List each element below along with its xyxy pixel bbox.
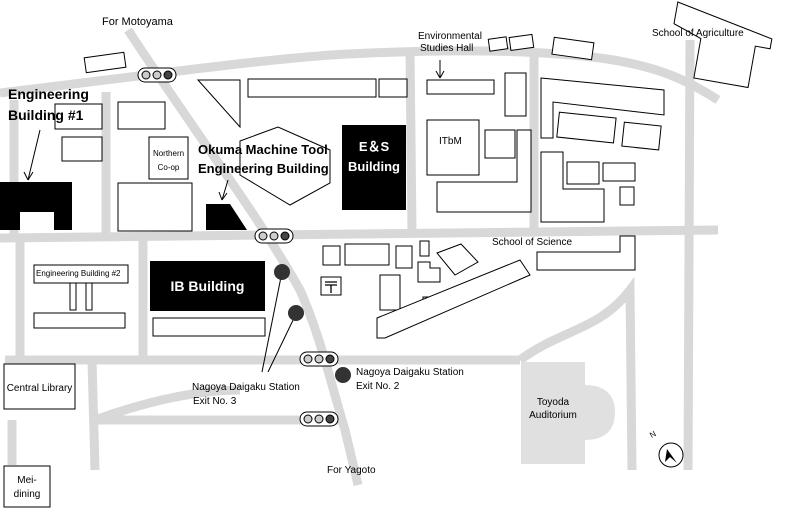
post-office-icon: [325, 281, 337, 293]
label-toyoda-1: Toyoda: [536, 397, 570, 408]
label-eng-bldg1-2: Building #1: [8, 107, 84, 123]
bldg-eng1-lower: [61, 136, 103, 162]
label-eng-bldg2: Engineering Building #2: [36, 269, 121, 278]
bldg-sci-5: [417, 261, 441, 283]
traffic-light-south: [299, 351, 339, 367]
bldg-sci-2: [344, 243, 390, 266]
es-building: [342, 125, 406, 210]
okuma-dark: [206, 204, 247, 230]
exit-3-dot-b: [288, 305, 304, 321]
bldg-agri-4: [540, 151, 605, 223]
label-okuma-1: Okuma Machine Tool: [198, 142, 328, 157]
engineering-building-1: [0, 182, 72, 230]
label-school-science: School of Science: [492, 237, 573, 248]
label-mei-1: Mei-: [17, 475, 37, 486]
bldg-env-3: [508, 33, 535, 52]
label-env-studies-2: Studies Hall: [420, 43, 474, 54]
bldg-triangle: [196, 79, 241, 129]
label-es-2: Building: [348, 159, 400, 174]
bldg-sci-3: [395, 245, 413, 269]
bldg-sci-east: [536, 235, 636, 271]
traffic-light-yagoto: [299, 411, 339, 427]
bldg-env-5: [504, 72, 527, 117]
road-library-v: [87, 359, 100, 471]
bldg-eng1-upper: [54, 103, 103, 130]
bldg-ib-lower: [152, 317, 266, 337]
dark-buildings: [0, 125, 406, 311]
bldg-env-2: [487, 36, 509, 52]
road-pass-1: [405, 49, 417, 233]
label-central-library: Central Library: [6, 383, 73, 394]
itbm: [426, 119, 480, 176]
bldg-sci-7: [379, 274, 401, 311]
ib-building: [150, 261, 265, 311]
bldg-agri-3: [621, 121, 662, 151]
bldg-env-L: [436, 129, 532, 213]
bldg-eng2-left: [33, 264, 129, 284]
label-northern-coop-2: Co-op: [157, 163, 180, 172]
bldg-nw-small: [83, 51, 127, 74]
exit-2-dot: [335, 367, 351, 383]
leader-lines: [23, 60, 445, 373]
label-okuma-2: Engineering Building: [198, 161, 329, 176]
bldg-sci-long: [376, 259, 531, 339]
label-mei-2: dining: [13, 489, 41, 500]
traffic-lights: [137, 67, 339, 427]
bldg-north-long: [247, 78, 377, 98]
bldg-env-1: [426, 79, 495, 95]
bldg-center-1: [117, 101, 166, 130]
label-ib-building: IB Building: [170, 278, 245, 294]
bldg-eng2-stems: [69, 282, 93, 311]
label-toyoda-2: Auditorium: [529, 410, 577, 421]
compass-icon: [658, 442, 684, 468]
label-exit2-2: Exit No. 2: [356, 381, 400, 392]
label-for-yagoto: For Yagoto: [327, 465, 376, 476]
bldg-itbm-2: [484, 129, 516, 159]
bldg-center-3: [117, 182, 193, 232]
bldg-agri-5: [566, 161, 600, 185]
bldg-north-short: [378, 78, 408, 98]
label-for-motoyama: For Motoyama: [102, 16, 173, 28]
label-school-agriculture: School of Agriculture: [652, 28, 744, 39]
bldg-agri-2: [556, 111, 617, 144]
traffic-light-north: [137, 67, 177, 83]
road-agri: [683, 39, 695, 471]
toyoda-auditorium: [521, 362, 615, 464]
outlined-buildings: [3, 1, 773, 508]
label-eng-bldg1-1: Engineering: [8, 86, 89, 102]
traffic-light-middle: [254, 228, 294, 244]
road-east-street: [0, 225, 719, 243]
label-northern-coop-1: Northern: [152, 149, 185, 158]
okuma-building: [239, 126, 331, 206]
exit-3-dot-a: [274, 264, 290, 280]
bldg-eng2-base: [33, 312, 126, 329]
mei-dining: [3, 465, 51, 508]
label-es-1: E＆S: [358, 139, 390, 154]
label-exit3-1: Nagoya Daigaku Station: [192, 382, 300, 393]
label-exit3-2: Exit No. 3: [193, 396, 237, 407]
northern-coop: [148, 136, 189, 180]
label-env-studies-1: Environmental: [418, 31, 482, 42]
station-exits: [274, 264, 351, 383]
bldg-agri-far: [673, 1, 773, 89]
label-exit2-1: Nagoya Daigaku Station: [356, 367, 464, 378]
central-library: [3, 363, 76, 410]
bldg-env-4: [551, 36, 595, 61]
bldg-agri-7: [619, 186, 635, 206]
bldg-sci-1: [322, 245, 341, 266]
bldg-agri-6: [602, 162, 636, 182]
label-itbm: ITbM: [439, 136, 462, 147]
bldg-agri-1: [540, 77, 665, 139]
bldg-sci-6: [436, 243, 479, 276]
road-avenue-main: [124, 27, 363, 487]
road-far-east-curve: [517, 276, 637, 471]
bldg-sci-4: [419, 240, 430, 257]
road-south-curve: [93, 385, 241, 425]
